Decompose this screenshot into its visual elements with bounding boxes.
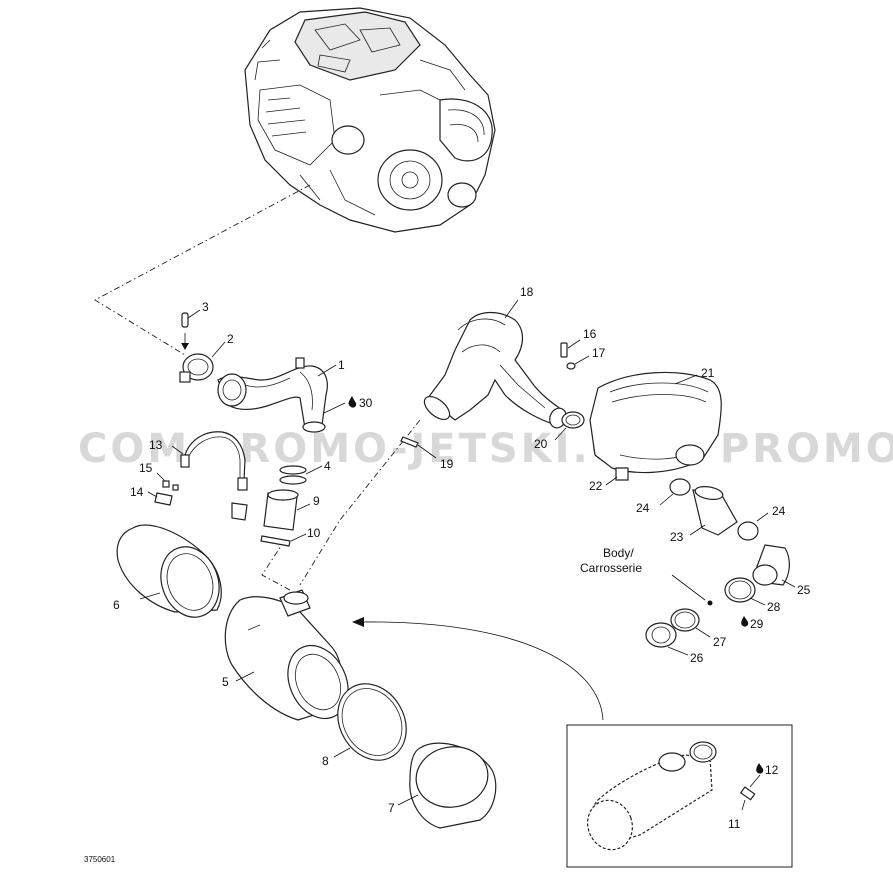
- callout-4: 4: [324, 459, 331, 473]
- part-29-sealant: [741, 616, 749, 627]
- part-22-fitting[interactable]: [605, 467, 629, 486]
- callout-21: 21: [701, 366, 715, 380]
- part-14-bracket[interactable]: [147, 491, 248, 521]
- callout-13: 13: [149, 438, 163, 452]
- part-9-coupler[interactable]: [263, 489, 311, 531]
- inset-muffler: [587, 741, 717, 851]
- engine-link-line: [94, 184, 311, 356]
- part-23-outlet-pipe[interactable]: [689, 485, 738, 536]
- part-11-sensor[interactable]: [739, 774, 761, 811]
- part-24-clamp-b[interactable]: [737, 512, 769, 541]
- part-13-hose[interactable]: [171, 431, 248, 491]
- part-6-muffler-shell[interactable]: [116, 524, 228, 625]
- callout-2: 2: [227, 332, 234, 346]
- inset-arrow: [359, 621, 604, 721]
- callout-3: 3: [202, 300, 209, 314]
- callout-28: 28: [767, 600, 781, 614]
- callout-9: 9: [313, 494, 320, 508]
- callout-22: 22: [589, 479, 603, 493]
- callout-20: 20: [534, 437, 548, 451]
- part-4-clamps[interactable]: [279, 465, 323, 485]
- part-28-gasket[interactable]: [724, 577, 766, 606]
- callout-19: 19: [440, 457, 454, 471]
- callout-6: 6: [113, 598, 120, 612]
- body-label-line1: Body/: [603, 546, 634, 560]
- part-27-gasket[interactable]: [670, 608, 711, 638]
- muffler-link-line: [299, 419, 421, 586]
- callout-1: 1: [338, 358, 345, 372]
- part-10-clamp[interactable]: [260, 533, 307, 547]
- callout-27: 27: [713, 635, 727, 649]
- callout-24b: 24: [772, 504, 786, 518]
- callout-18: 18: [520, 285, 534, 299]
- inset-box: [566, 724, 793, 868]
- callout-15: 15: [139, 461, 153, 475]
- callout-8: 8: [322, 754, 329, 768]
- body-label-line2: Carrosserie: [580, 561, 642, 575]
- part-25-elbow[interactable]: [752, 544, 796, 588]
- part-20-clamp[interactable]: [554, 411, 585, 441]
- coupler-link-line: [261, 539, 291, 591]
- callout-12: 12: [765, 763, 779, 777]
- callout-25: 25: [797, 583, 811, 597]
- part-12-sealant: [756, 763, 764, 774]
- callout-14: 14: [130, 485, 144, 499]
- part-5-muffler[interactable]: [224, 589, 359, 728]
- part-15-fitting[interactable]: [156, 472, 179, 491]
- part-17-washer[interactable]: [566, 355, 590, 370]
- part-7-end-cap[interactable]: [397, 741, 497, 829]
- part-19-clip[interactable]: [400, 436, 437, 459]
- part-2-clamp[interactable]: [179, 341, 226, 383]
- drop-30: [349, 397, 357, 408]
- part-24-clamp-a[interactable]: [659, 478, 691, 506]
- part-1-exhaust-pipe[interactable]: [217, 357, 337, 433]
- engine: [244, 7, 496, 233]
- callout-29: 29: [750, 617, 764, 631]
- callout-5: 5: [222, 675, 229, 689]
- diagram-code: 3750601: [84, 855, 116, 864]
- part-8-ring[interactable]: [324, 671, 419, 772]
- callout-26: 26: [690, 651, 704, 665]
- part-21-exhaust-chamber[interactable]: [589, 371, 722, 474]
- callout-16: 16: [583, 327, 597, 341]
- callout-11: 11: [728, 817, 741, 831]
- callout-10: 10: [307, 526, 321, 540]
- part-26-flange[interactable]: [645, 622, 689, 656]
- callout-23: 23: [670, 530, 684, 544]
- part-3-pin[interactable]: [181, 309, 201, 350]
- part-18-exhaust-hose[interactable]: [420, 299, 569, 430]
- callout-17: 17: [592, 346, 606, 360]
- callout-24a: 24: [636, 501, 650, 515]
- body-leader: [671, 574, 706, 601]
- part-16-bolt[interactable]: [560, 339, 581, 358]
- callout-30: 30: [359, 396, 373, 410]
- callout-7: 7: [388, 801, 395, 815]
